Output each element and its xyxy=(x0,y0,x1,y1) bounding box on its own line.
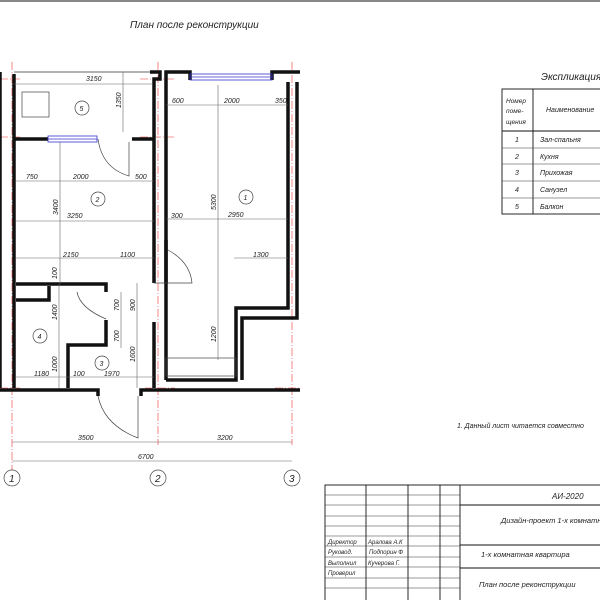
dim-1400: 1400 xyxy=(52,304,59,320)
signature-role: Директор xyxy=(327,540,357,546)
dim-balcony-depth: 1350 xyxy=(116,92,123,108)
drawing-code: АИ-2020 xyxy=(551,492,584,501)
axis-lines xyxy=(0,62,300,470)
row-name: Санузел xyxy=(540,187,567,194)
row-num: 1 xyxy=(515,137,519,144)
room-5-marker: 5 xyxy=(80,106,84,113)
dim-100-bath: 100 xyxy=(52,267,59,279)
signature-role: Руковод. xyxy=(328,550,353,556)
object-name: 1-х комнатная квартира xyxy=(481,550,570,559)
row-name: Кухня xyxy=(540,154,559,161)
title-block: АИ-2020 Дизайн-проект 1-х комнатной квар… xyxy=(324,484,600,600)
dim-100-hall: 100 xyxy=(73,371,85,378)
dim-6700: 6700 xyxy=(138,454,154,461)
row-num: 3 xyxy=(515,170,519,177)
sheet-note: 1. Данный лист читается совместно xyxy=(457,422,584,430)
row-name: Зал-спальня xyxy=(540,137,581,144)
dim-3200: 3200 xyxy=(217,435,233,442)
dim-1180: 1180 xyxy=(34,371,49,378)
dim-300: 300 xyxy=(171,213,183,220)
dim-500: 500 xyxy=(135,174,147,181)
dim-2950: 2950 xyxy=(227,212,244,219)
dimension-labels: 3150 1350 600 2000 350 750 2000 500 3400… xyxy=(26,76,287,461)
signature-name: Подпорин Ф xyxy=(369,550,403,556)
dimension-lines xyxy=(12,72,292,462)
room-2-marker: 2 xyxy=(95,197,100,204)
dim-1100: 1100 xyxy=(120,252,135,259)
room-markers: 1 2 3 4 5 xyxy=(32,100,254,371)
balcony-box xyxy=(21,91,50,118)
row-name: Прихожая xyxy=(540,170,573,177)
sheet-name: План после реконструкции xyxy=(479,580,576,589)
row-num: 4 xyxy=(515,187,519,194)
dim-700-bottom: 700 xyxy=(114,330,121,342)
dim-1970: 1970 xyxy=(104,371,120,378)
signature-role: Проверил xyxy=(328,571,356,577)
header-num-line2: поме- xyxy=(506,108,524,115)
dim-900: 900 xyxy=(130,299,137,311)
axis-3-marker: 3 xyxy=(289,474,295,485)
dim-1000: 1000 xyxy=(52,356,59,372)
dim-2000-room1: 2000 xyxy=(223,98,240,105)
dim-1300: 1300 xyxy=(253,252,269,259)
plan-title: План после реконструкции xyxy=(130,20,259,31)
room-1-marker: 1 xyxy=(244,195,248,202)
dim-5300: 5300 xyxy=(211,194,218,210)
dim-700-top: 700 xyxy=(114,299,121,311)
explication-table: Экспликация Номер поме- щения Наименован… xyxy=(501,72,600,215)
dim-350: 350 xyxy=(275,98,287,105)
room-3-marker: 3 xyxy=(100,361,104,368)
dim-3250: 3250 xyxy=(67,213,83,220)
axis-1-marker: 1 xyxy=(9,474,15,485)
dim-750: 750 xyxy=(26,174,38,181)
header-num-line3: щения xyxy=(506,119,526,126)
dim-600: 600 xyxy=(172,98,184,105)
header-num-line1: Номер xyxy=(506,98,526,105)
doors xyxy=(21,91,237,439)
explication-title: Экспликация xyxy=(541,72,600,83)
project-name: Дизайн-проект 1-х комнатной квартиры xyxy=(500,516,600,525)
dim-1600: 1600 xyxy=(130,346,137,362)
axis-2-marker: 2 xyxy=(154,474,161,485)
row-name: Балкон xyxy=(540,204,564,211)
row-num: 5 xyxy=(515,204,519,211)
dim-3400: 3400 xyxy=(53,199,60,215)
signature-name: Кучерова Г. xyxy=(368,561,400,567)
dim-1200: 1200 xyxy=(211,326,218,342)
header-name: Наименование xyxy=(546,107,594,114)
signature-role: Выполнил xyxy=(328,561,357,567)
signature-name: Аралова А.К xyxy=(367,540,403,546)
walls xyxy=(0,70,300,396)
row-num: 2 xyxy=(514,154,519,161)
axis-markers: 1 2 3 xyxy=(3,469,301,487)
windows xyxy=(47,73,273,143)
dim-2150: 2150 xyxy=(62,252,79,259)
dim-3500: 3500 xyxy=(78,435,94,442)
room-4-marker: 4 xyxy=(38,334,42,341)
dim-2000-kitchen: 2000 xyxy=(72,174,89,181)
radiator xyxy=(165,357,237,377)
dim-balcony-width: 3150 xyxy=(86,76,102,83)
